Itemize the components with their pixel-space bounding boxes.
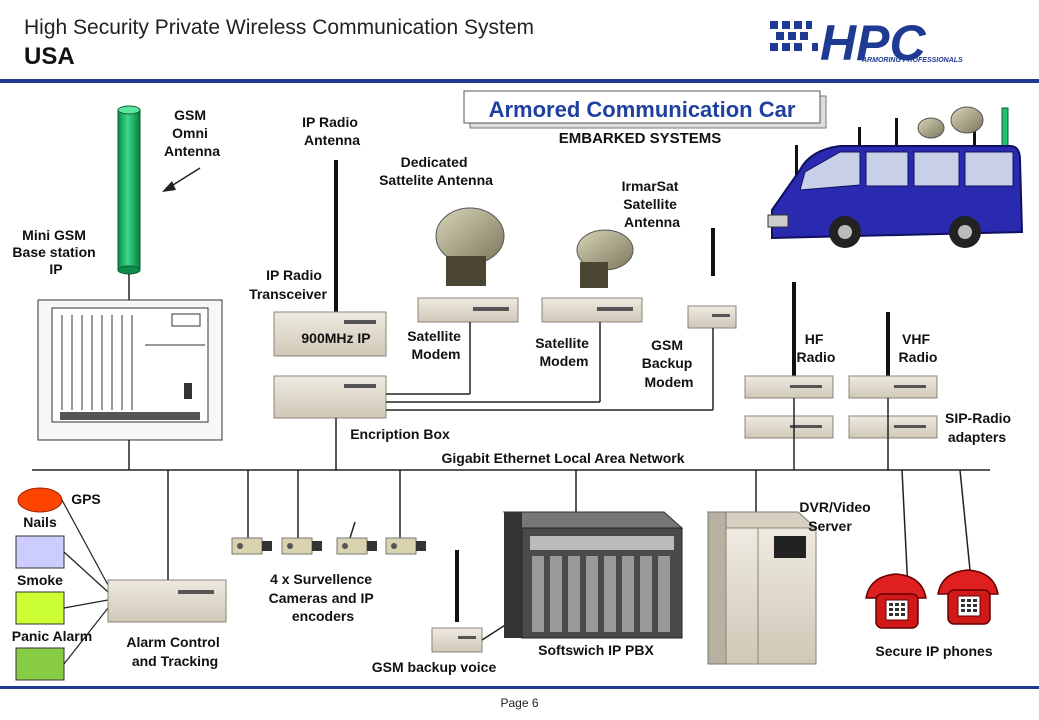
gsm-omni-antenna — [117, 105, 141, 275]
secure-ip-phone-1 — [865, 573, 927, 629]
irmarsat-satellite-dish — [576, 229, 634, 288]
nails-label: Nails — [23, 514, 57, 530]
dvr-server-label: DVR/Video Server — [799, 499, 874, 534]
nails-sensor — [15, 535, 65, 569]
ip-radio-transceiver-label: IP Radio Transceiver — [249, 267, 327, 302]
hf-radio — [744, 375, 834, 399]
satellite-modem-2 — [541, 297, 643, 323]
armored-van-image — [767, 106, 1024, 248]
satellite-modem-1 — [417, 297, 519, 323]
lan-label: Gigabit Ethernet Local Area Network — [442, 450, 685, 466]
ip-radio-antenna-label: IP Radio Antenna — [302, 114, 362, 148]
sip-radio-adapters-label: SIP-Radio adapters — [945, 410, 1015, 445]
camera-3 — [336, 537, 378, 555]
encription-box-label: Encription Box — [350, 426, 450, 442]
dedicated-sat-antenna-label: Dedicated Sattelite Antenna — [379, 154, 493, 188]
mini-gsm-base-label: Mini GSM Base station IP — [12, 227, 99, 277]
softswitch-ip-pbx — [502, 511, 684, 639]
page-subtitle: USA — [24, 43, 75, 70]
satellite-modem-1-label: Satellite Modem — [407, 328, 465, 362]
camera-4 — [385, 537, 427, 555]
page-number: Page 6 — [500, 696, 539, 710]
alarm-control-label: Alarm Control and Tracking — [126, 634, 223, 669]
mini-gsm-base-station — [37, 299, 223, 441]
softswitch-label: Softswich IP PBX — [538, 642, 654, 658]
footer-rule — [0, 686, 1039, 689]
gsm-backup-voice-device — [431, 627, 483, 653]
logo-text: HPC — [820, 15, 926, 71]
vhf-sip-adapter — [848, 415, 938, 439]
gps-label: GPS — [71, 491, 101, 507]
secure-ip-phone-2 — [937, 569, 999, 625]
secure-ip-phones-label: Secure IP phones — [875, 643, 992, 659]
encription-box — [273, 375, 387, 419]
vhf-radio-label: VHF Radio — [899, 331, 938, 365]
cameras-label: 4 x Survellence Cameras and IP encoders — [269, 571, 378, 624]
hpc-logo: HPC ARMORING PROFESSIONALS — [770, 15, 963, 71]
gps-sensor — [17, 487, 63, 513]
banner: Armored Communication Car EMBARKED SYSTE… — [463, 90, 827, 147]
camera-1 — [231, 537, 273, 555]
gsm-backup-voice-label: GSM backup voice — [372, 659, 497, 675]
gsm-backup-modem-label: GSM Backup Modem — [642, 337, 696, 390]
hf-sip-adapter — [744, 415, 834, 439]
banner-title: Armored Communication Car — [489, 97, 796, 122]
dvr-video-server — [706, 511, 818, 665]
gsm-backup-antenna — [711, 228, 715, 276]
irmarsat-antenna-label: IrmarSat Satellite Antenna — [622, 178, 683, 230]
hf-radio-label: HF Radio — [797, 331, 836, 365]
alarm-control-box — [107, 579, 227, 623]
panic-alarm-label: Panic Alarm — [12, 628, 92, 644]
logo-tagline: ARMORING PROFESSIONALS — [861, 57, 963, 64]
smoke-sensor — [15, 591, 65, 625]
dedicated-satellite-dish — [435, 207, 505, 286]
smoke-label: Smoke — [17, 572, 63, 588]
header-rule — [0, 79, 1039, 83]
camera-2 — [281, 537, 323, 555]
hf-antenna — [792, 282, 796, 378]
gsm-voice-antenna — [455, 550, 459, 622]
page-title: High Security Private Wireless Communica… — [24, 16, 534, 39]
vhf-antenna — [886, 312, 890, 378]
device-900mhz: 900MHz IP — [273, 311, 387, 357]
banner-subtitle: EMBARKED SYSTEMS — [559, 130, 722, 147]
panic-alarm-sensor — [15, 647, 65, 681]
ip-radio-antenna — [334, 160, 338, 312]
gsm-omni-antenna-label: GSM Omni Antenna — [164, 107, 220, 159]
vhf-radio — [848, 375, 938, 399]
satellite-modem-2-label: Satellite Modem — [535, 335, 593, 369]
gsm-backup-modem — [687, 305, 737, 329]
device-900mhz-label: 900MHz IP — [301, 330, 370, 346]
